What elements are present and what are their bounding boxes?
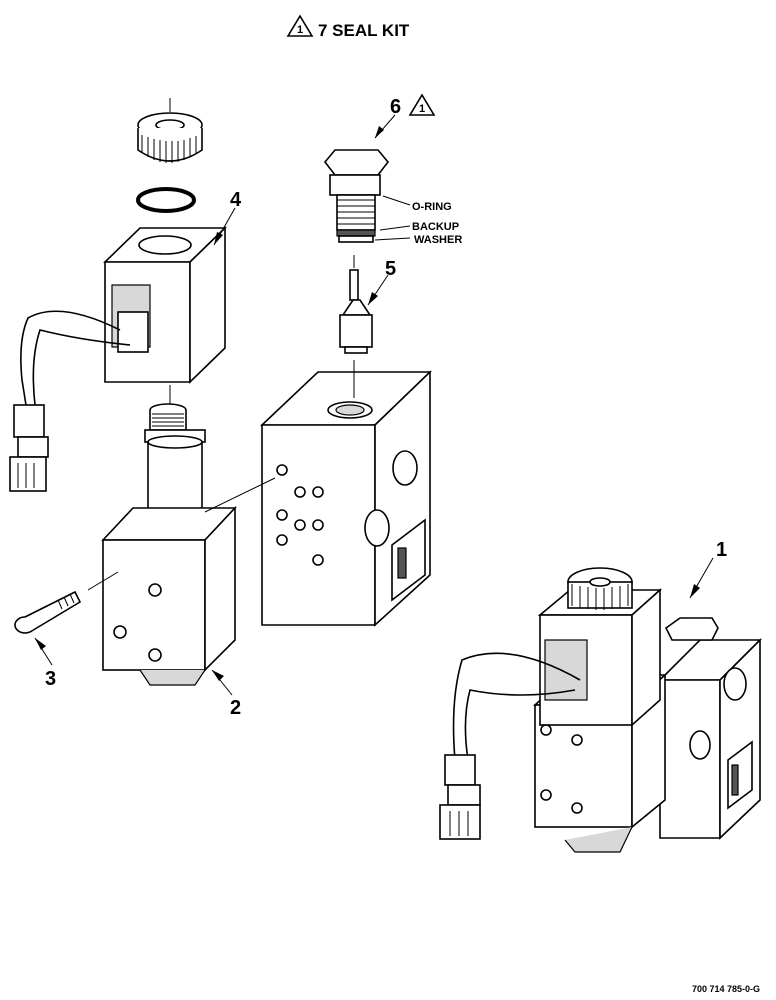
washer-label: WASHER (414, 234, 462, 246)
solenoid-coil (103, 226, 227, 384)
backup-label: BACKUP (412, 221, 459, 233)
callout-4: 4 (230, 189, 242, 211)
assembled-valve-unit (532, 567, 762, 853)
electrical-connector-left (9, 404, 49, 492)
valve-body (101, 505, 237, 686)
callout-5: 5 (385, 258, 396, 280)
drawing-number: 700 714 785-0-G (692, 984, 760, 994)
revision-triangle-icon (286, 14, 314, 37)
callout-6: 6 (390, 96, 401, 118)
poppet (339, 269, 373, 354)
svg-text:1: 1 (297, 24, 303, 36)
callout-3: 3 (45, 668, 56, 690)
callout-1: 1 (716, 539, 727, 561)
mounting-screw (14, 590, 82, 634)
manifold-block (259, 370, 432, 627)
revision-triangle-icon (408, 93, 436, 116)
o-ring-coil (136, 187, 196, 213)
svg-text:7 SEAL KIT: 7 SEAL KIT (318, 21, 410, 40)
callout-2: 2 (230, 697, 241, 719)
seal-kit-title: 1 7 SEAL KIT (286, 14, 410, 40)
electrical-connector-right (439, 754, 481, 840)
cartridge-plug (323, 149, 390, 243)
coil-nut (137, 112, 203, 163)
o-ring-label: O-RING (412, 201, 452, 213)
svg-text:1: 1 (419, 103, 425, 115)
